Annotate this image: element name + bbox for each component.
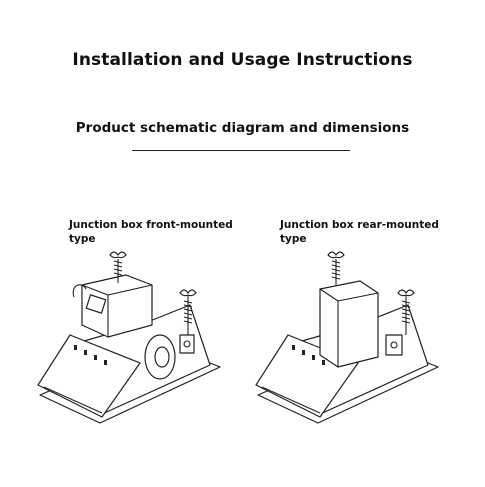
front-mounted-label: Junction box front-mounted type xyxy=(69,218,254,246)
rear-mounted-schematic xyxy=(248,245,448,435)
junction-box-connector xyxy=(85,294,107,314)
rear-mounted-label-line2: type xyxy=(280,233,307,245)
feed-chute xyxy=(37,334,141,418)
junction-box xyxy=(81,274,153,338)
rear-mounted-label: Junction box rear-mounted type xyxy=(280,218,465,246)
slot-row xyxy=(292,345,325,365)
adjusting-screw-left xyxy=(327,251,345,285)
rear-mounted-label-line1: Junction box rear-mounted xyxy=(280,219,439,231)
slot-row xyxy=(74,345,107,365)
junction-box xyxy=(319,280,379,368)
section-subtitle: Product schematic diagram and dimensions xyxy=(75,120,410,136)
subtitle-underline xyxy=(132,150,350,151)
adjusting-screw-left xyxy=(109,251,127,283)
front-mounted-label-line1: Junction box front-mounted xyxy=(69,219,233,231)
page-title: Installation and Usage Instructions xyxy=(72,50,413,70)
adjusting-screw-right xyxy=(179,289,197,354)
adjusting-screw-right xyxy=(385,289,415,356)
front-mounted-schematic xyxy=(30,245,230,435)
front-mounted-label-line2: type xyxy=(69,233,96,245)
